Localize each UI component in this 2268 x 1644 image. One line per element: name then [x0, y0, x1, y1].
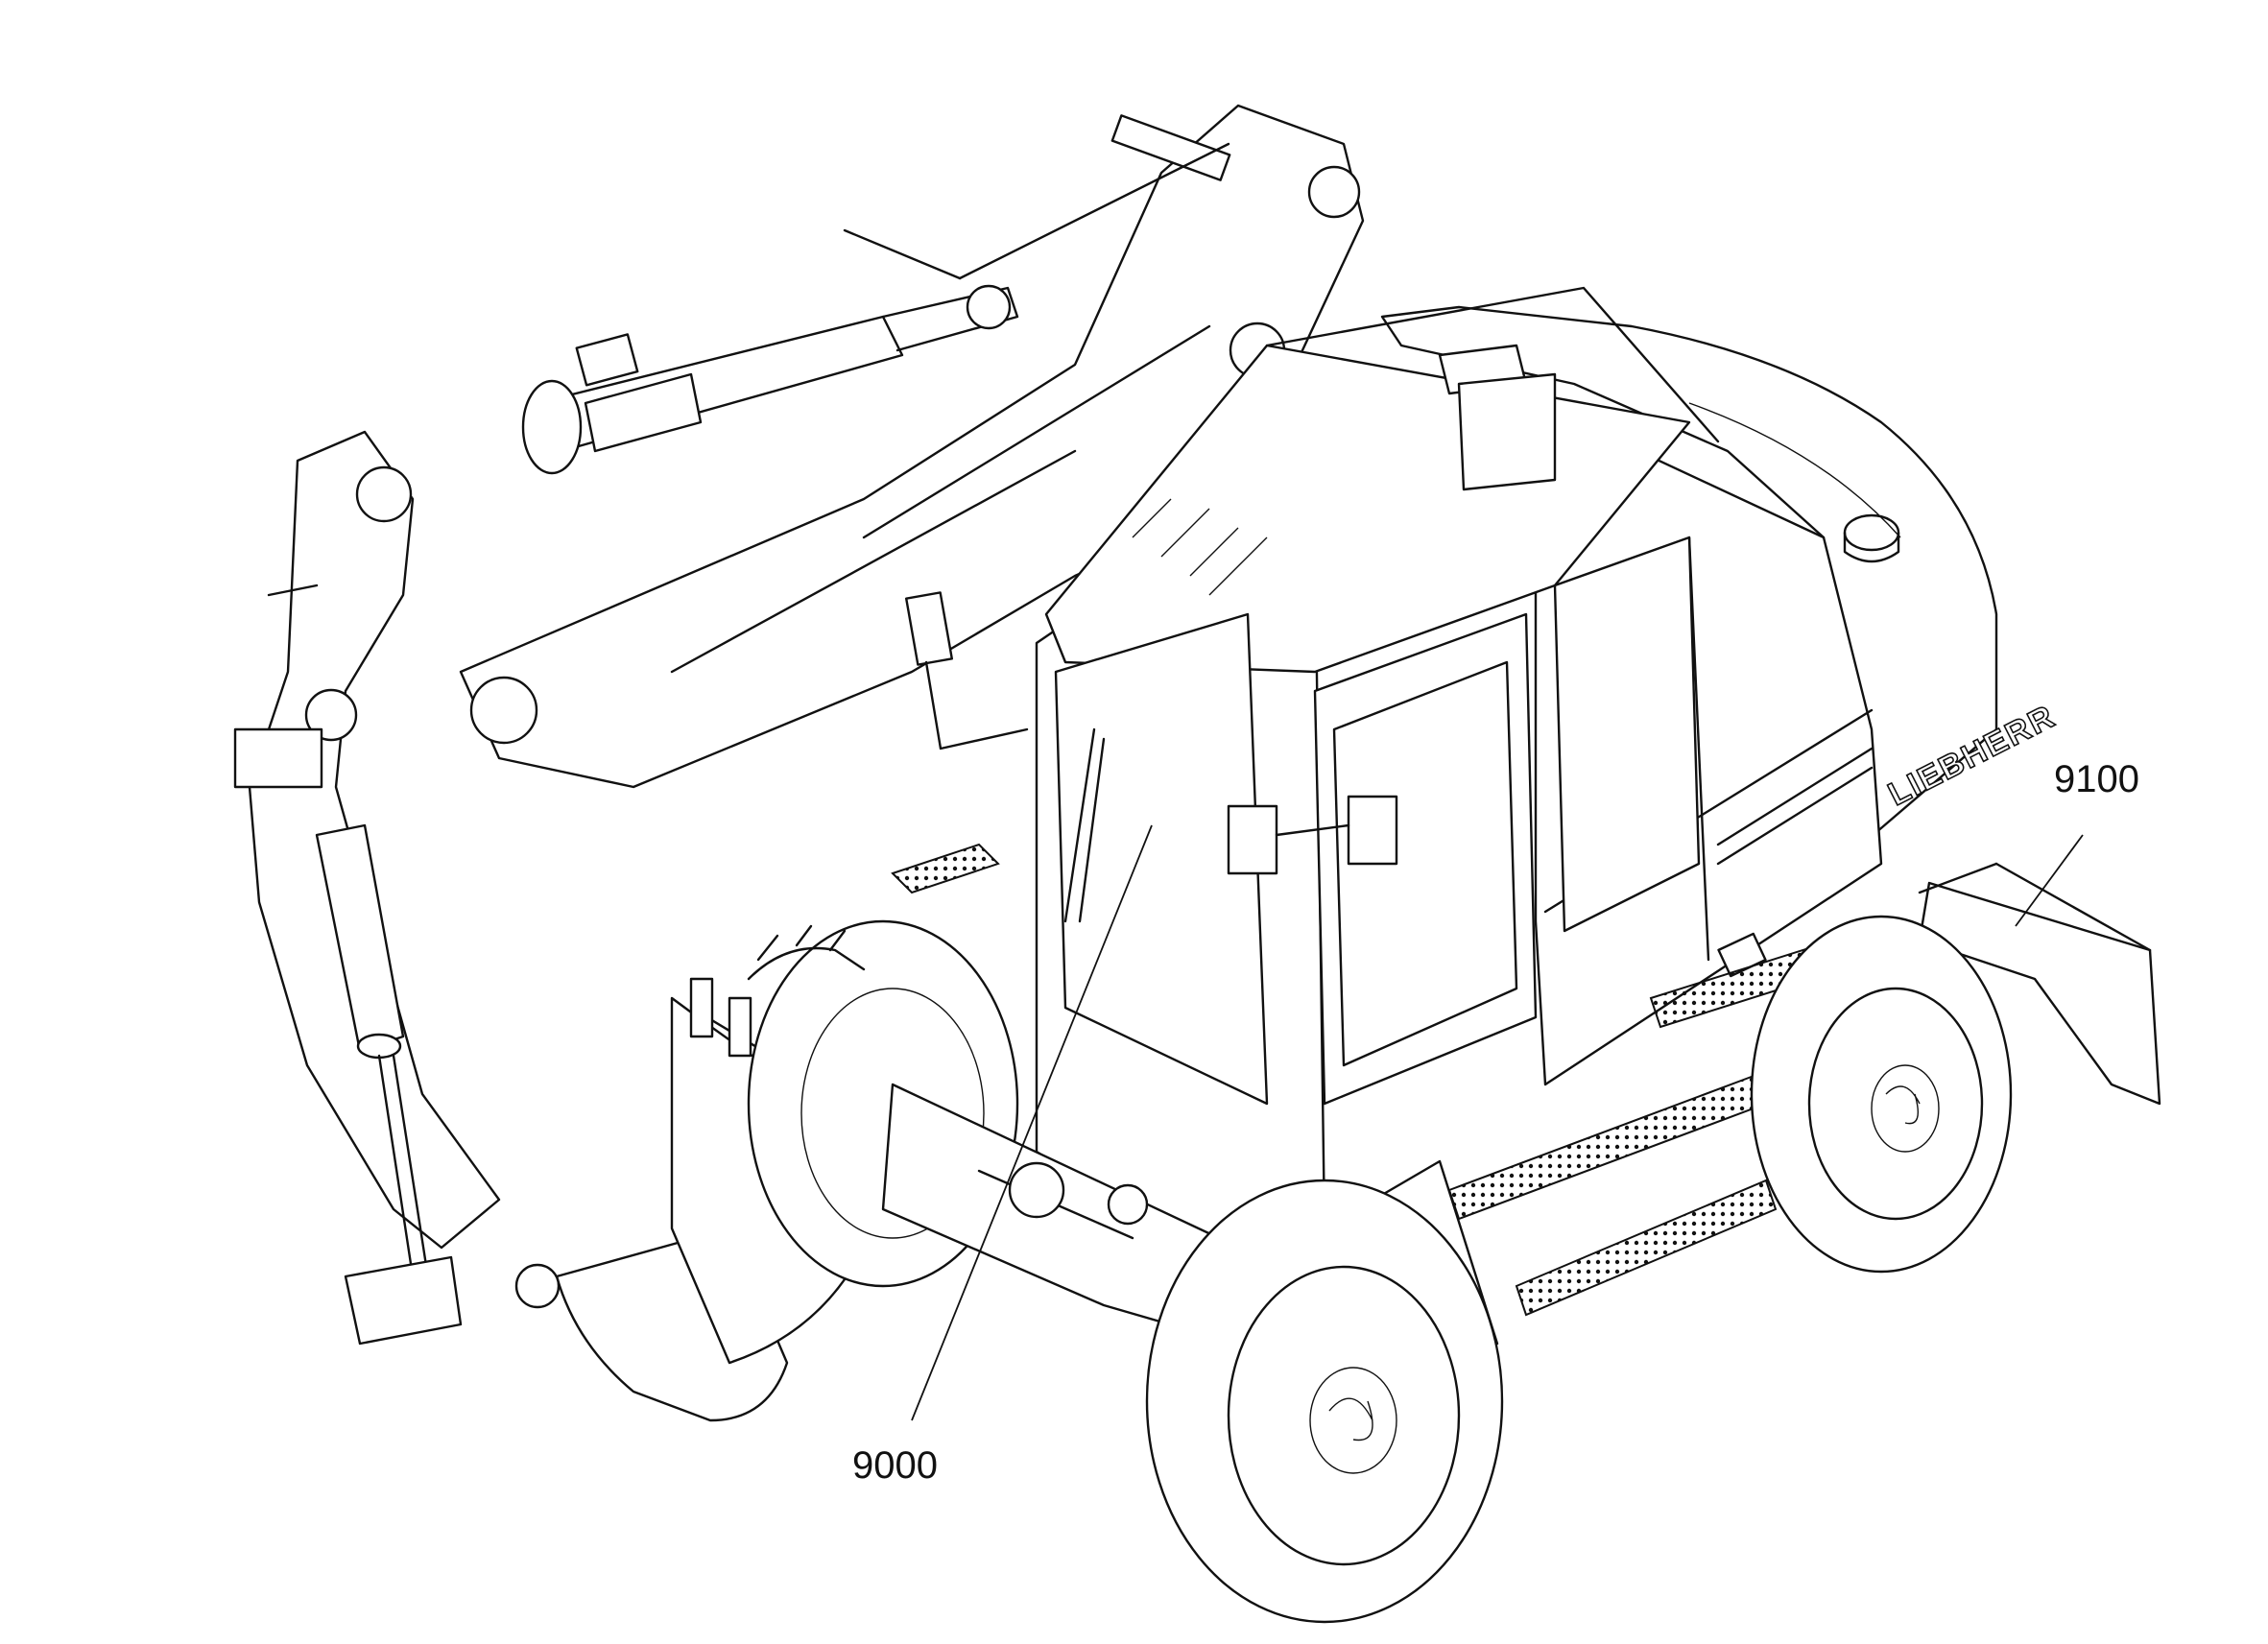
- rear-right-wheel: [1750, 915, 2013, 1274]
- boom-cylinder: [521, 142, 1230, 475]
- callout-label-9000: 9000: [852, 1444, 938, 1487]
- stick-arm: [233, 430, 501, 1250]
- callout-9000: 9000: [852, 824, 1153, 1487]
- front-right-wheel: [1145, 1179, 1504, 1624]
- callout-label-9100: 9100: [2054, 758, 2139, 800]
- front-left-tread: [747, 924, 866, 981]
- callout-9100: 9100: [2015, 758, 2139, 927]
- operator-cab: [904, 286, 1720, 1269]
- boom: [459, 104, 1365, 789]
- stick-cylinder: [315, 823, 463, 1346]
